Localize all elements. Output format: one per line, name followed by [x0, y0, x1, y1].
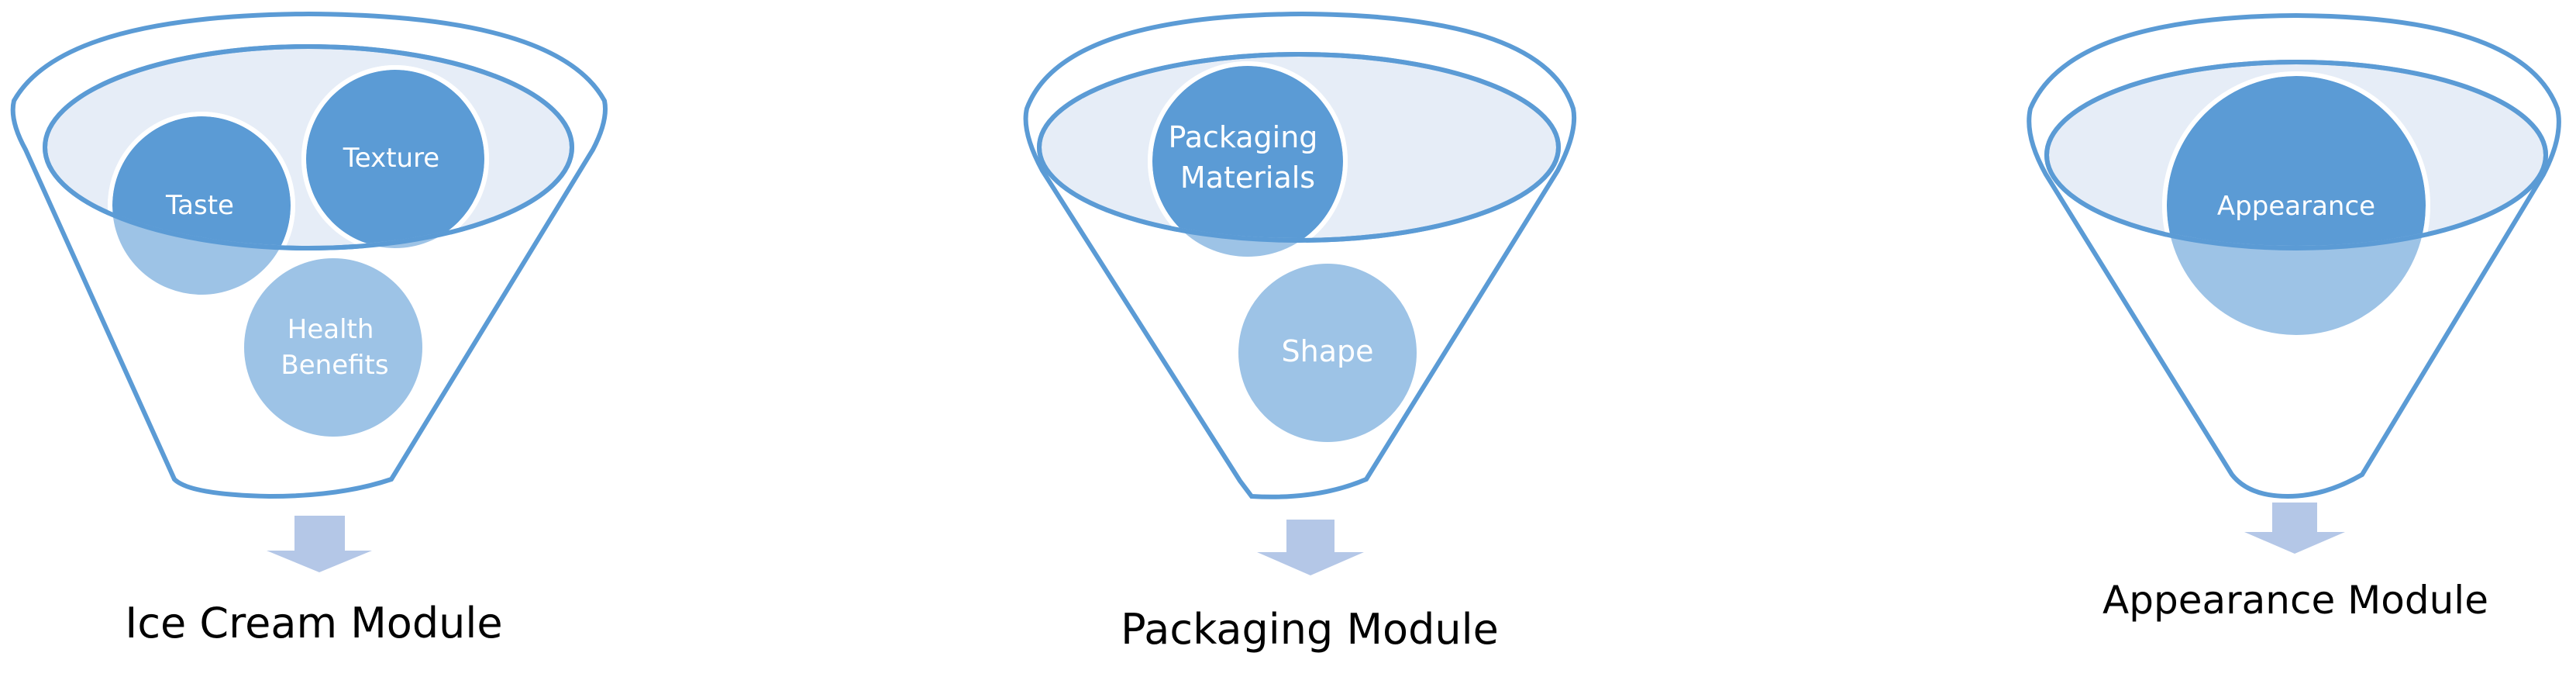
circle-health-benefits — [239, 254, 427, 441]
circle-taste — [112, 116, 291, 246]
down-arrow-icon — [2244, 503, 2345, 554]
circle-label-packaging-materials: Packaging Materials — [1169, 120, 1328, 195]
funnel-body — [2027, 12, 2561, 499]
module-label-packaging: Packaging Module — [1121, 605, 1499, 654]
circle-label-shape: Shape — [1282, 334, 1374, 368]
down-arrow-icon — [1257, 520, 1364, 575]
circle-label-appearance: Appearance — [2217, 191, 2375, 222]
circle-packaging-materials — [1152, 66, 1343, 238]
funnel-body — [10, 11, 608, 499]
funnel-body — [1023, 11, 1577, 499]
circle-label-taste: Taste — [165, 190, 234, 221]
module-label-ice-cream: Ice Cream Module — [125, 599, 502, 648]
circle-label-texture: Texture — [343, 143, 439, 174]
funnel-packaging: Packaging Materials Shape Packaging Modu… — [1023, 11, 1577, 654]
circle-label-health-benefits: Health Benefits — [281, 314, 388, 381]
funnel-ice-cream: Taste Texture Health Benefits Ice Cream … — [10, 11, 608, 648]
circle-shape — [1234, 259, 1421, 447]
circle-appearance — [2167, 76, 2426, 246]
funnel-appearance: Appearance Appearance Module — [2027, 12, 2561, 623]
circle-texture — [306, 70, 484, 246]
down-arrow-icon — [267, 516, 372, 572]
module-label-appearance: Appearance Module — [2102, 578, 2488, 623]
